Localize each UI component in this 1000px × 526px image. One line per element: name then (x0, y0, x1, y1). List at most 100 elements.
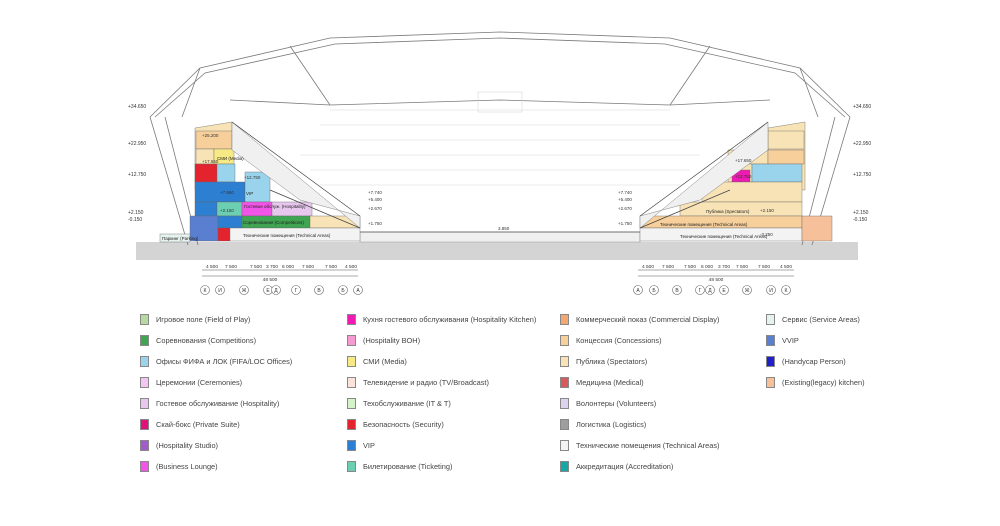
legend-swatch (766, 376, 775, 388)
interior-level: +7.650 (220, 190, 234, 195)
legend-swatch (140, 355, 149, 367)
field-of-play (359, 231, 641, 243)
room-label-technical-left: Технические помещения (Technical Areas) (243, 233, 331, 238)
legend-label: Концессия (Concessions) (576, 335, 662, 345)
legend-swatch (766, 334, 775, 346)
axis-bubble (200, 285, 210, 295)
legend-swatch (140, 334, 149, 346)
dim-left: 6 000 (282, 264, 294, 270)
legend-item: Безопасность (Security) (347, 417, 444, 431)
room-label-spectators-right: Публика (Spectators) (706, 209, 750, 214)
stadium-section-drawing: СМИ (Media) VIP Гостевое обслуж. (Hospit… (128, 31, 871, 295)
room-label-parking-left: Паркинг (Parking) (162, 236, 199, 241)
axis-bubble (695, 285, 705, 295)
interior-level: +1.750 (368, 221, 382, 226)
elevation-left: +2.150 (128, 210, 144, 216)
axis-bubble (215, 285, 225, 295)
axis-bubble (719, 285, 729, 295)
axis-letter: И (769, 288, 773, 294)
left-rake (231, 121, 361, 229)
legend-swatch (347, 397, 356, 409)
room-label-vip-left: VIP (246, 191, 253, 196)
dim-right: 7 500 (684, 264, 696, 270)
legend-item: Соревнования (Competitions) (140, 333, 256, 347)
legend-label: Технические помещения (Technical Areas) (576, 440, 720, 450)
roof-structure (149, 31, 851, 246)
legend-item: Аккредитация (Accreditation) (560, 459, 673, 473)
axis-bubble (338, 285, 348, 295)
elevation-left: -0.150 (128, 217, 142, 223)
legend-item: Волонтеры (Volunteers) (560, 396, 656, 410)
elevation-right: -0.150 (853, 217, 867, 223)
legend-label: Аккредитация (Accreditation) (576, 461, 674, 471)
legend-item: (Handycap Person) (766, 354, 846, 368)
interior-level: +12.750 (735, 174, 752, 179)
legend-label: Коммерческий показ (Commercial Display) (576, 314, 720, 324)
legend-swatch (140, 439, 149, 451)
legend-item: Логистика (Logistics) (560, 417, 646, 431)
legend-swatch (560, 418, 569, 430)
legend-item: (Business Lounge) (140, 459, 218, 473)
dim-right: 7 500 (662, 264, 674, 270)
legend-item: Телевидение и радио (TV/Broadcast) (347, 375, 489, 389)
axis-letter: А (636, 288, 640, 294)
legend-swatch (140, 418, 149, 430)
legend-label: Сервис (Service Areas) (782, 314, 860, 324)
axis-letter: Б (652, 288, 656, 294)
legend-swatch (347, 418, 356, 430)
interior-level: +2.670 (618, 206, 632, 211)
legend-label: Церемонии (Ceremonies) (156, 377, 243, 387)
elevation-right: +34.650 (853, 104, 871, 110)
legend-item: Игровое поле (Field of Play) (140, 312, 250, 326)
axis-bubble (705, 285, 715, 295)
axis-bubble (291, 285, 301, 295)
legend-item: СМИ (Media) (347, 354, 407, 368)
room-label-technical-right-upper: Технические помещения (Technical Areas) (660, 222, 748, 227)
legend-item: Сервис (Service Areas) (766, 312, 860, 326)
legend-label: (Hospitality BOH) (363, 335, 421, 345)
interior-levels: +25.200+17.650+12.750+7.650+2.150+7.740+… (202, 133, 774, 237)
legend-label: Публика (Spectators) (576, 356, 648, 366)
dim-right: 7 500 (758, 264, 770, 270)
legend-label: Гостевое обслуживание (Hospitality) (156, 398, 280, 408)
left-stand (159, 121, 361, 243)
interior-level: +2.670 (368, 206, 382, 211)
legend-item: Церемонии (Ceremonies) (140, 375, 242, 389)
dim-left: 7 500 (225, 264, 237, 270)
legend-label: Билетирование (Ticketing) (363, 461, 453, 471)
legend-item: (Hospitality BOH) (347, 333, 420, 347)
legend-item: Билетирование (Ticketing) (347, 459, 452, 473)
legend-item: Медицина (Medical) (560, 375, 644, 389)
legend-swatch (560, 460, 569, 472)
axis-bubble (633, 285, 643, 295)
dim-total-right: 48 500 (709, 277, 724, 283)
axis-bubble (672, 285, 682, 295)
legend-label: (Existing(legacy) kitchen) (782, 377, 865, 387)
elevation-left: +12.750 (128, 172, 146, 178)
legend-label: Скай-бокс (Private Suite) (156, 419, 240, 429)
axis-letter: Д (274, 288, 278, 294)
right-rake (639, 121, 769, 229)
legend-label: Техобслуживание (IT & T) (363, 398, 451, 408)
dim-right: 4 500 (642, 264, 654, 270)
dim-left: 3 700 (266, 264, 278, 270)
axis-letter: К (785, 288, 788, 294)
axis-bubble (353, 285, 363, 295)
axis-bubble (766, 285, 776, 295)
interior-level: +2.150 (760, 208, 774, 213)
interior-level: +5.400 (368, 197, 382, 202)
legend-label: Соревнования (Competitions) (156, 335, 257, 345)
interior-level: +2.150 (220, 208, 234, 213)
interior-level: +5.400 (618, 197, 632, 202)
axis-letter: Ж (242, 288, 247, 294)
legend-label: Волонтеры (Volunteers) (576, 398, 657, 408)
axis-letter: В (675, 288, 679, 294)
dim-left: 4 500 (206, 264, 218, 270)
dim-right: 6 000 (701, 264, 713, 270)
axis-bubble (271, 285, 281, 295)
legend-swatch (560, 439, 569, 451)
legend-label: Логистика (Logistics) (576, 419, 647, 429)
legend-swatch (140, 313, 149, 325)
room-label-technical-right-lower: Технические помещения (Technical Areas) (680, 234, 768, 239)
